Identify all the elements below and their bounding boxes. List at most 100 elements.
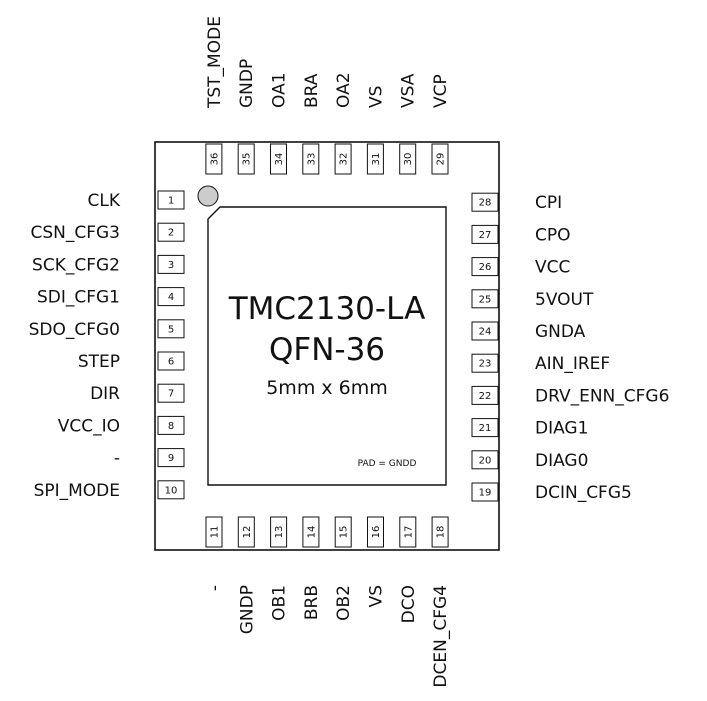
pin-label: GNDA: [535, 322, 586, 342]
pin-label: STEP: [78, 352, 120, 372]
pin-number: 11: [210, 526, 221, 539]
pin-label: OA2: [334, 72, 354, 108]
pin-label: CSN_CFG3: [30, 223, 120, 243]
pin-pad: [471, 385, 499, 405]
pin-number: 20: [479, 455, 492, 466]
pin-number: 34: [274, 153, 285, 166]
pin-pad: [270, 516, 288, 548]
pin-label: CLK: [88, 191, 121, 211]
pin-label: -: [205, 585, 225, 591]
pin-label: OA1: [270, 72, 290, 108]
pin-pad: [471, 224, 499, 244]
pin-label: DRV_ENN_CFG6: [535, 386, 669, 406]
pin-pad: [157, 222, 185, 242]
pin-number: 24: [479, 327, 492, 338]
pin-label: DIAG1: [535, 419, 588, 439]
pin-number: 30: [403, 153, 414, 166]
pin-pad: [471, 257, 499, 277]
pin-label: CPI: [535, 193, 562, 213]
pin-pad: [270, 143, 287, 175]
pin-pad: [471, 353, 499, 373]
pin-pad: [157, 254, 185, 274]
pin-number: 9: [168, 453, 174, 464]
pin-number: 8: [168, 421, 174, 432]
pin-number: 1: [168, 196, 174, 207]
pin-number: 7: [168, 389, 174, 400]
pins-layer: 1CLK2CSN_CFG33SCK_CFG24SDI_CFG15SDO_CFG0…: [29, 16, 670, 688]
exposed-pad: [207, 206, 447, 486]
pin1-marker-icon: [197, 185, 219, 207]
pin-label: BRB: [302, 585, 322, 620]
pin-number: 4: [168, 292, 174, 303]
pin-number: 26: [479, 262, 492, 273]
pin-label: DCEN_CFG4: [431, 585, 451, 688]
pin-number: 23: [479, 359, 492, 370]
pin-number: 3: [168, 260, 174, 271]
pin-label: SPI_MODE: [34, 481, 120, 501]
pin-label: -: [114, 449, 120, 469]
pin-label: SDI_CFG1: [37, 288, 120, 308]
pin-label: AIN_IREF: [535, 354, 610, 374]
pin-pad: [334, 516, 352, 548]
pin-pad: [157, 480, 185, 500]
pin-pad: [471, 418, 499, 438]
pin-pad: [471, 289, 499, 309]
pin-number: 27: [479, 230, 492, 241]
pin-pad: [157, 319, 185, 339]
pin-pad: [205, 143, 223, 175]
pin-label: GNDP: [237, 585, 257, 634]
pin-pad: [334, 143, 352, 175]
pin-number: 32: [339, 153, 350, 166]
pin-pad: [471, 192, 499, 212]
pin-pad: [367, 516, 384, 548]
pin-number: 21: [479, 423, 492, 434]
pin-pad: [366, 143, 384, 175]
pin-number: 33: [306, 153, 317, 166]
pin-label: DIR: [90, 384, 120, 404]
pin-number: 31: [371, 153, 382, 166]
pin-number: 13: [274, 526, 285, 539]
chip-package-name: QFN-36: [269, 332, 385, 368]
pin-label: OB2: [334, 585, 354, 621]
pin-pad: [471, 321, 499, 341]
pin-pad: [157, 351, 185, 371]
pin-label: SDO_CFG0: [29, 320, 120, 340]
pin-pad: [431, 143, 449, 175]
pin-label: VCC: [535, 258, 570, 278]
pin-pad: [157, 287, 185, 307]
pin-pad: [399, 143, 417, 175]
pin-number: 29: [436, 153, 447, 166]
pin-pad: [237, 143, 255, 175]
pin-label: VS: [366, 86, 386, 108]
pin-number: 36: [209, 153, 220, 166]
chip-dimensions: 5mm x 6mm: [266, 377, 388, 399]
pin-label: DCO: [399, 585, 419, 623]
pin-label: 5VOUT: [535, 290, 594, 310]
pin-pad: [399, 516, 417, 548]
pad-note: PAD = GNDD: [358, 459, 417, 469]
pin-label: VS: [367, 585, 387, 607]
pin-label: VSA: [399, 73, 419, 108]
pin-pad: [302, 516, 320, 548]
pin-pad: [431, 516, 449, 548]
pin-number: 12: [242, 526, 253, 539]
pin-pad: [471, 482, 499, 502]
pin-pad: [157, 448, 185, 468]
pin-label: TST_MODE: [205, 16, 225, 109]
pin-label: GNDP: [237, 59, 257, 108]
pin-number: 28: [479, 198, 492, 209]
pin-number: 18: [436, 526, 447, 539]
pin-number: 25: [479, 294, 492, 305]
pin-label: BRA: [302, 73, 322, 108]
pin-number: 35: [242, 153, 253, 166]
pin-label: VCC_IO: [58, 416, 120, 436]
pin-pad: [157, 415, 185, 435]
pin-pad: [471, 450, 499, 470]
pin-number: 16: [371, 526, 382, 539]
pin-number: 19: [479, 488, 492, 499]
pin-pad: [157, 190, 185, 210]
pin-pad: [157, 383, 185, 403]
pin-number: 15: [339, 526, 350, 539]
pin-number: 10: [165, 485, 178, 496]
